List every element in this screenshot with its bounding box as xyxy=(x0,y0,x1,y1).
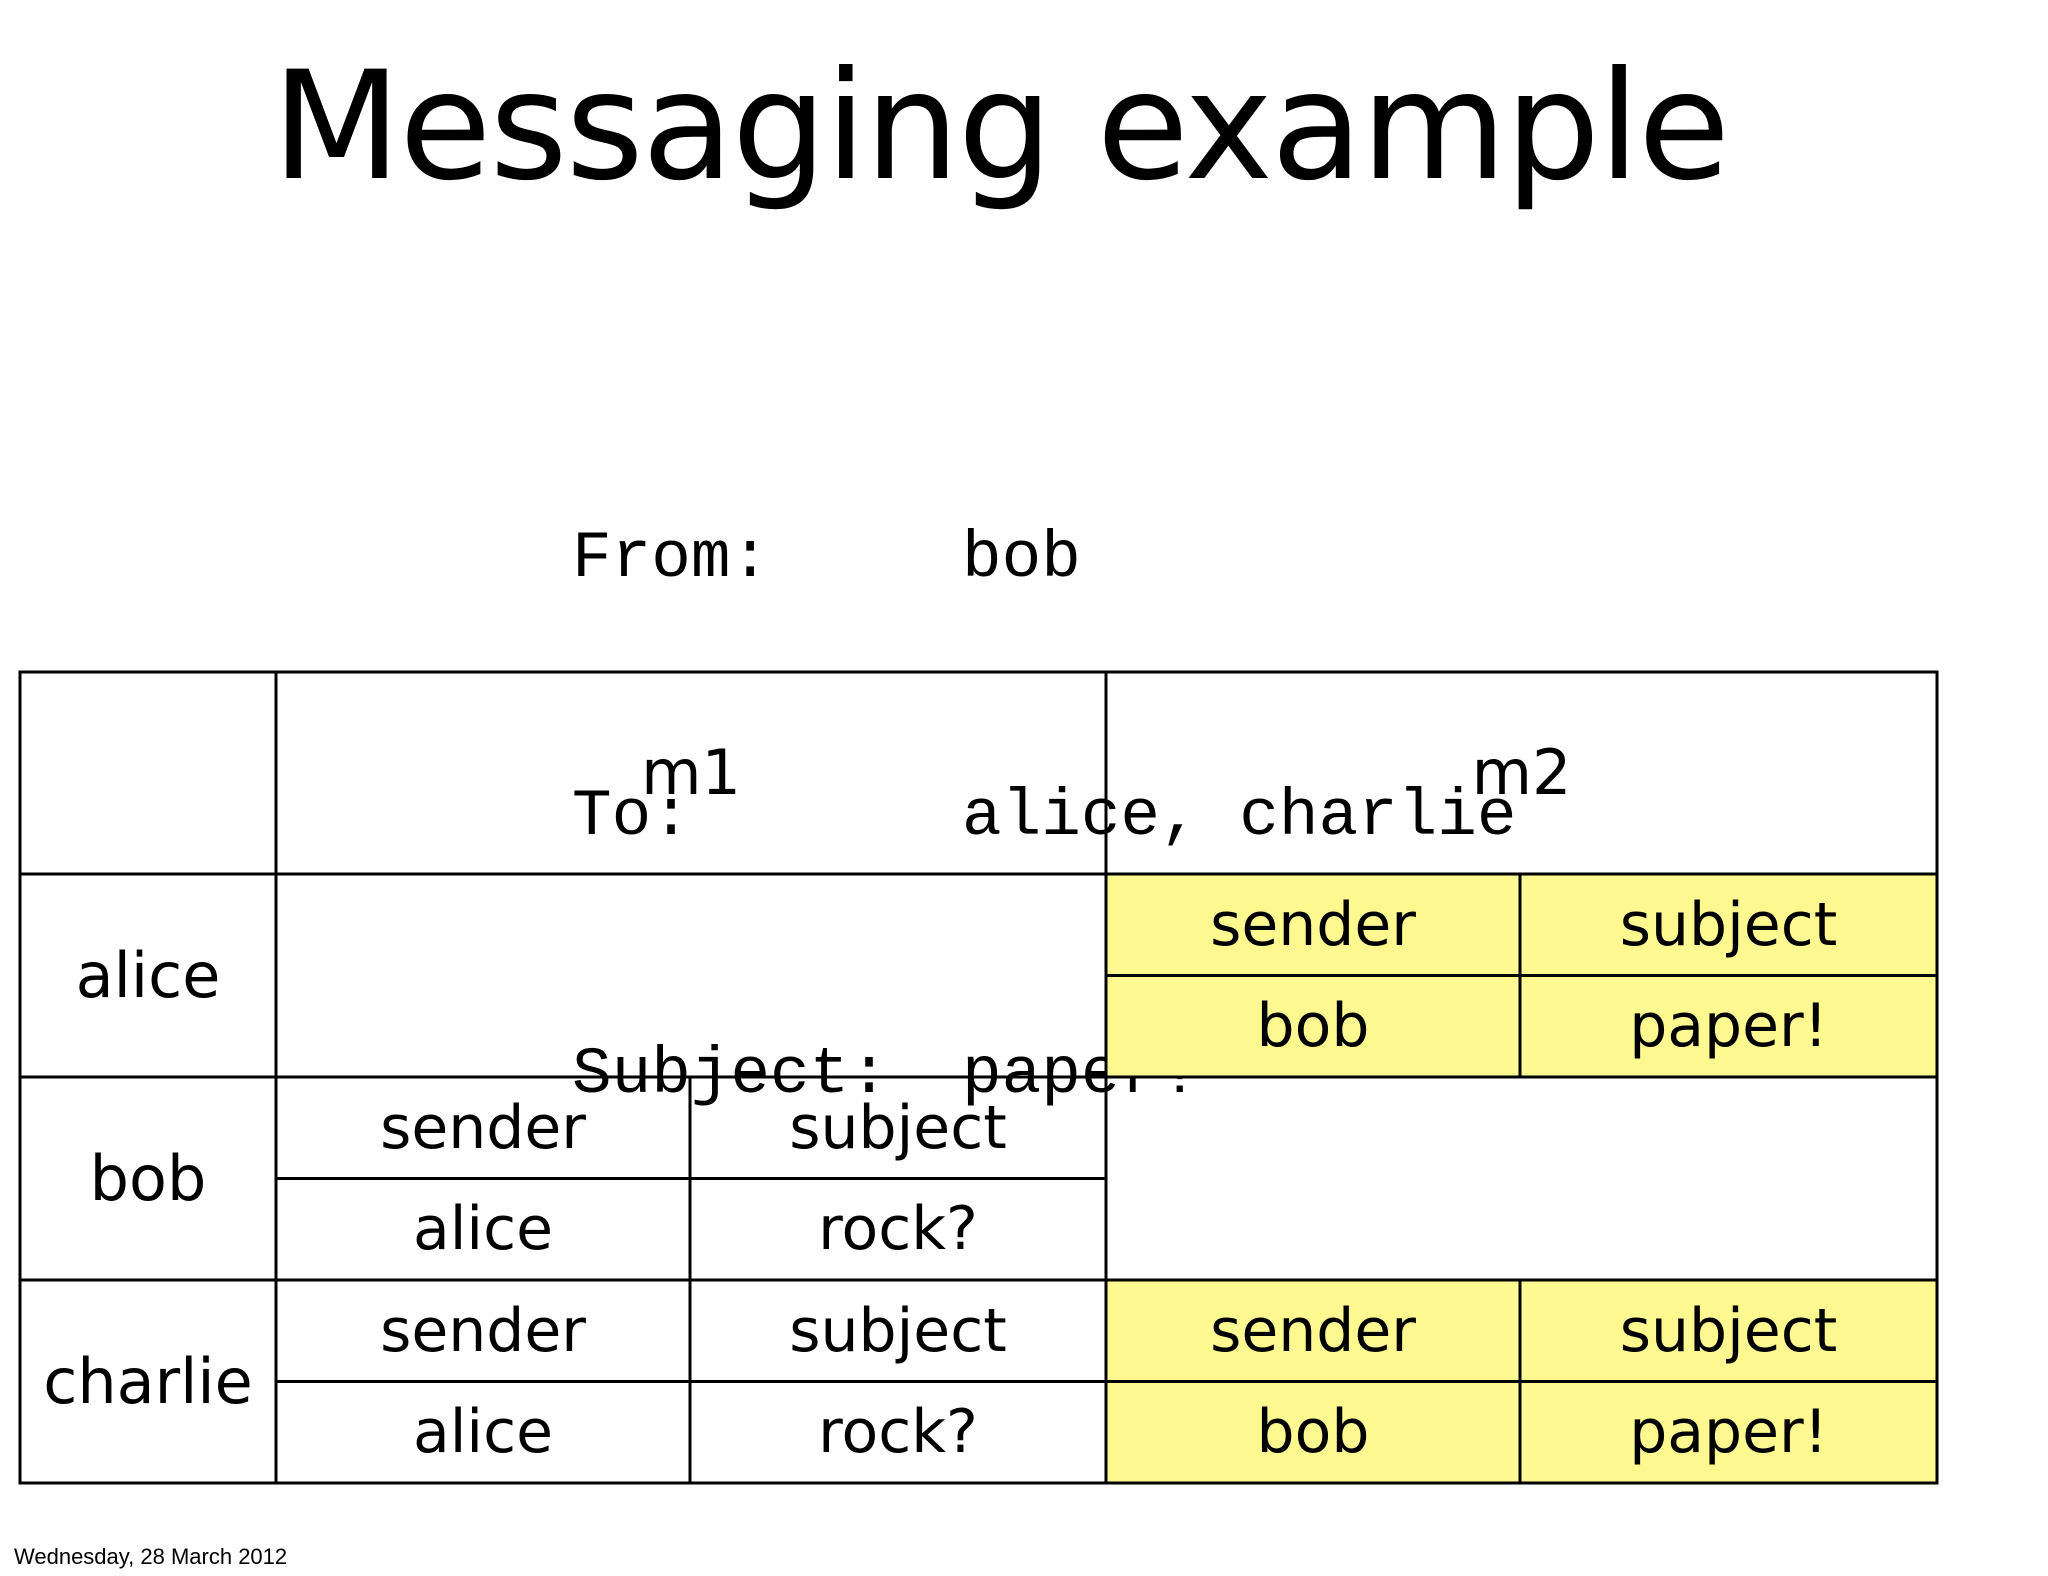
row-label-charlie: charlie xyxy=(43,1344,253,1418)
to-value: alice, charlie xyxy=(962,779,1517,854)
field-header-subject: subject xyxy=(789,1092,1007,1163)
from-line: From: bob xyxy=(572,516,1517,602)
field-value-sender: alice xyxy=(412,1397,553,1468)
footer-date: Wednesday, 28 March 2012 xyxy=(14,1544,288,1569)
slide-title: Messaging example xyxy=(271,40,1730,214)
field-value-subject: rock? xyxy=(818,1194,978,1265)
field-value-sender: bob xyxy=(1106,1381,1520,1483)
field-header-sender: sender xyxy=(380,1092,586,1163)
column-header-m1: m1 xyxy=(641,736,741,809)
field-value-subject: paper! xyxy=(1520,975,1937,1077)
field-header-subject: subject xyxy=(1520,874,1937,976)
field-header-subject: subject xyxy=(789,1295,1007,1366)
row-label-bob: bob xyxy=(89,1141,207,1215)
row-label-alice: alice xyxy=(75,938,221,1012)
table-corner-cell xyxy=(20,672,276,874)
field-value-sender: alice xyxy=(412,1194,553,1265)
to-line: To: alice, charlie xyxy=(572,774,1517,860)
field-header-sender: sender xyxy=(380,1295,586,1366)
column-header-m2: m2 xyxy=(1471,736,1572,809)
from-key: From: xyxy=(572,521,771,596)
field-header-subject: subject xyxy=(1520,1280,1937,1382)
field-header-sender: sender xyxy=(1106,874,1520,976)
to-key: To: xyxy=(572,779,691,854)
message-header: From:bob To:alice, charlie Subject:paper… xyxy=(572,344,1517,1290)
empty-cell-bob-m2 xyxy=(1106,1077,1937,1280)
field-value-subject: paper! xyxy=(1520,1381,1937,1483)
field-header-sender: sender xyxy=(1106,1280,1520,1382)
subject-key: Subject: xyxy=(572,1037,889,1112)
field-value-sender: bob xyxy=(1106,975,1520,1077)
field-value-subject: rock? xyxy=(818,1397,978,1468)
empty-cell-alice-m1 xyxy=(276,874,1106,1077)
from-value: bob xyxy=(962,521,1081,596)
